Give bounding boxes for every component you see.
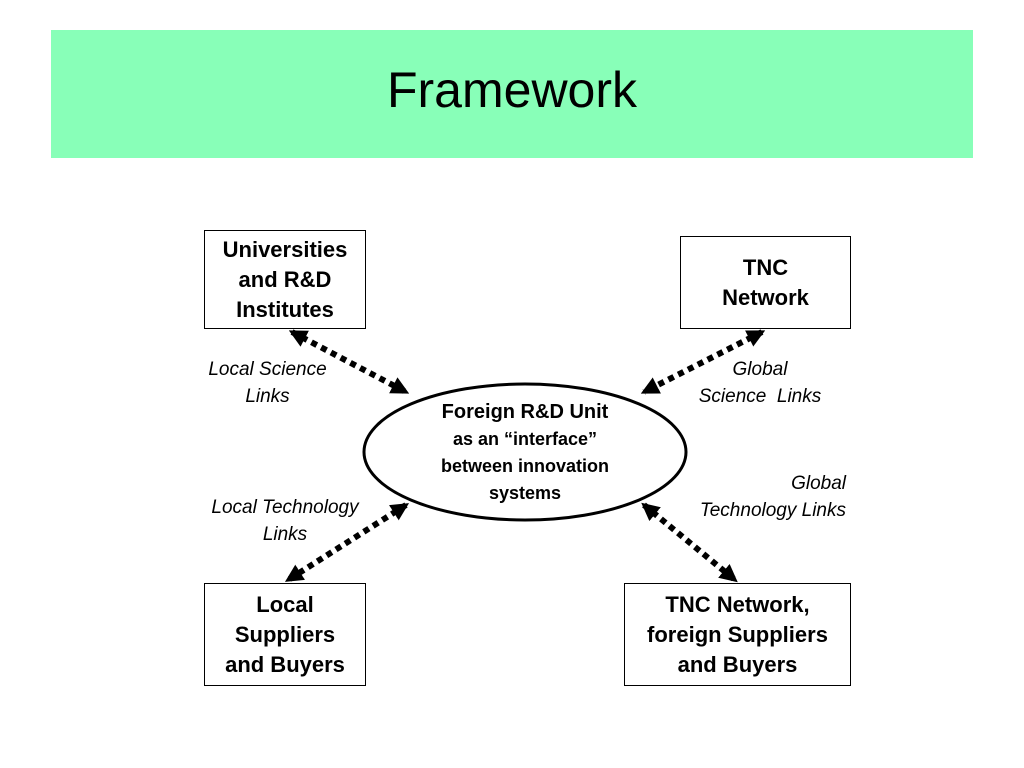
local-technology-link-arrow — [284, 502, 410, 583]
node-line: Institutes — [236, 296, 334, 322]
node-line: TNC Network, — [665, 591, 810, 617]
global-technology-links-label: Global Technology Links — [660, 470, 846, 524]
universities-node: Universities and R&D Institutes — [204, 230, 366, 329]
hub-line: systems — [488, 482, 562, 503]
global-technology-link-arrow — [641, 502, 738, 583]
slide-title: Framework — [386, 62, 638, 118]
hub-title: Foreign R&D Unit — [441, 400, 609, 423]
node-line: and Buyers — [677, 651, 798, 677]
node-line: TNC — [742, 254, 789, 280]
node-line: and R&D — [238, 266, 332, 292]
node-line: and Buyers — [225, 651, 345, 677]
label-line: Technology Links — [699, 500, 846, 521]
node-line: Local — [256, 591, 314, 617]
node-line: Universities — [222, 236, 348, 262]
local-science-links-label: Local Science Links — [190, 356, 345, 410]
label-line: Links — [262, 524, 308, 545]
node-line: foreign Suppliers — [647, 621, 828, 647]
global-science-link-arrow — [640, 329, 766, 395]
tnc-network-node: TNC Network — [680, 236, 851, 329]
tnc-foreign-suppliers-node: TNC Network, foreign Suppliers and Buyer… — [624, 583, 851, 686]
label-line: Global — [791, 473, 846, 494]
label-line: Local Science — [208, 359, 327, 380]
hub-line: between innovation — [440, 455, 609, 476]
node-line: Suppliers — [234, 621, 336, 647]
label-line: Science Links — [698, 386, 822, 407]
local-technology-links-label: Local Technology Links — [190, 494, 380, 548]
label-line: Global — [732, 359, 788, 380]
global-science-links-label: Global Science Links — [680, 356, 840, 410]
hub-line: as an “interface” — [452, 428, 598, 449]
label-line: Links — [245, 386, 290, 407]
hub-ellipse — [362, 382, 688, 522]
label-line: Local Technology — [211, 497, 359, 518]
local-suppliers-node: Local Suppliers and Buyers — [204, 583, 366, 686]
title-bar: Framework — [51, 30, 973, 158]
foreign-rd-unit-node: Foreign R&D Unit as an “interface” betwe… — [364, 384, 686, 520]
node-line: Network — [722, 284, 809, 310]
